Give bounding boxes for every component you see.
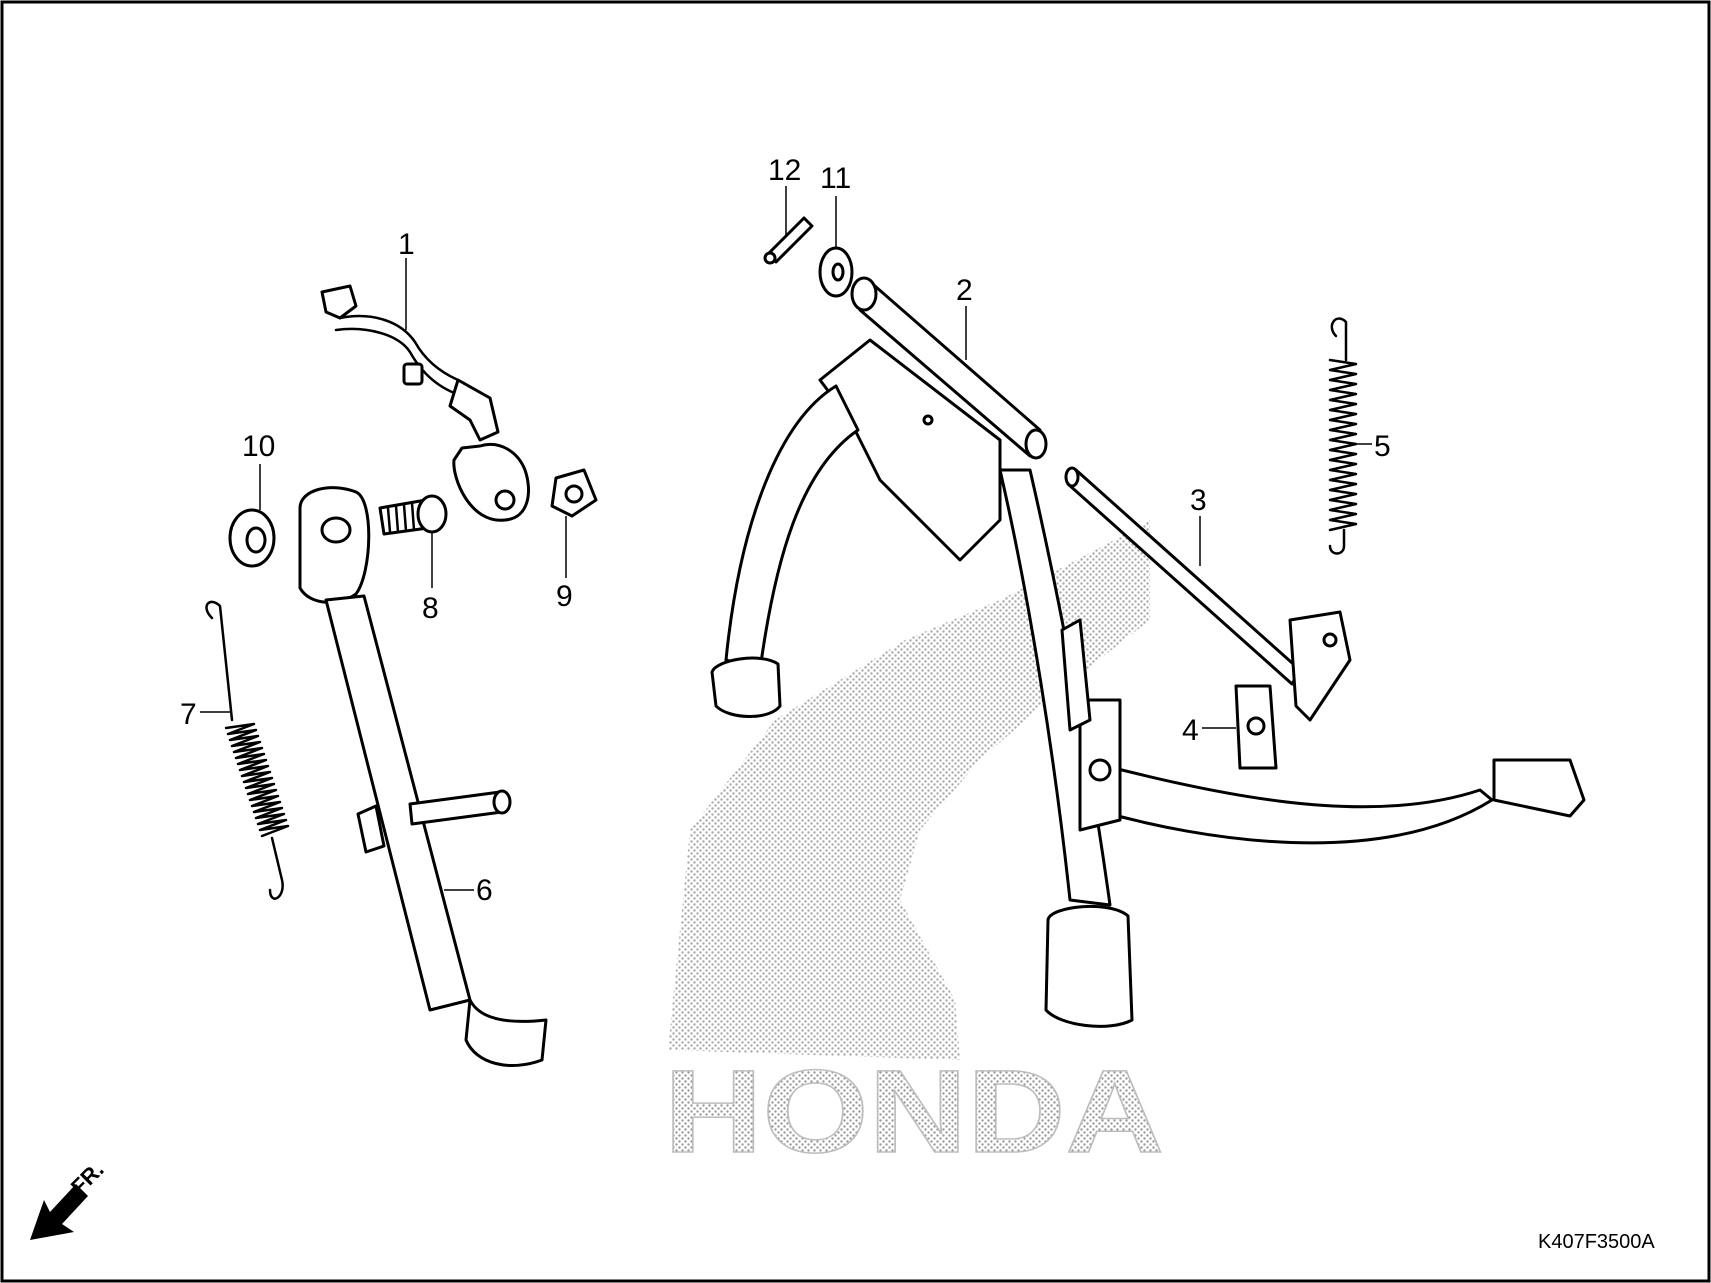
callout-12: 12: [768, 154, 801, 187]
leader-lines: [200, 186, 1372, 891]
callout-4: 4: [1182, 714, 1199, 747]
main-stand-stopper-rubber[interactable]: [1234, 684, 1278, 770]
callout-6: 6: [476, 874, 493, 907]
honda-watermark-text: HONDA: [664, 1046, 1164, 1178]
main-stand-spring[interactable]: [1328, 317, 1358, 555]
callout-5: 5: [1374, 430, 1391, 463]
side-stand-pivot-bolt[interactable]: [378, 494, 448, 536]
callout-9: 9: [556, 580, 573, 613]
callout-1: 1: [398, 228, 415, 261]
honda-wing-watermark: [668, 520, 1150, 1060]
main-stand[interactable]: [710, 276, 1586, 1028]
callout-10: 10: [242, 430, 275, 463]
callout-8: 8: [422, 592, 439, 625]
side-stand-collar[interactable]: [228, 508, 276, 568]
callout-2: 2: [956, 274, 973, 307]
main-stand-pivot-shaft[interactable]: [1064, 466, 1352, 722]
main-stand-cotter-pin[interactable]: [763, 216, 814, 265]
diagram-code: K407F3500A: [1538, 1231, 1655, 1253]
callout-3: 3: [1190, 484, 1207, 517]
side-stand[interactable]: [298, 486, 548, 1068]
side-stand-spring[interactable]: [205, 600, 290, 900]
main-stand-washer[interactable]: [818, 246, 854, 298]
front-direction-arrow-icon: [30, 1184, 88, 1240]
callout-11: 11: [820, 162, 851, 195]
side-stand-switch[interactable]: [320, 284, 530, 522]
side-stand-nut[interactable]: [550, 468, 598, 518]
callout-7: 7: [180, 698, 197, 731]
